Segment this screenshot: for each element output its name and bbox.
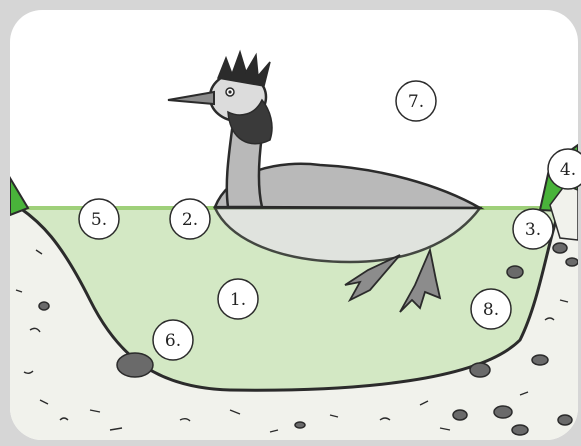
callout-4: 4.	[548, 149, 581, 189]
callout-5-text: 5.	[91, 210, 107, 230]
callout-1: 1.	[218, 279, 258, 319]
callout-6: 6.	[153, 320, 193, 360]
callout-5: 5.	[79, 199, 119, 239]
callout-7: 7.	[396, 81, 436, 121]
callout-3-text: 3.	[525, 220, 541, 240]
callout-7-text: 7.	[408, 92, 424, 112]
callout-2-text: 2.	[182, 210, 198, 230]
callout-8-text: 8.	[483, 300, 499, 320]
callout-4-text: 4.	[560, 160, 576, 180]
callout-1-text: 1.	[230, 290, 246, 310]
callout-6-text: 6.	[165, 331, 181, 351]
callout-2: 2.	[170, 199, 210, 239]
callout-3: 3.	[513, 209, 553, 249]
callout-8: 8.	[471, 289, 511, 329]
